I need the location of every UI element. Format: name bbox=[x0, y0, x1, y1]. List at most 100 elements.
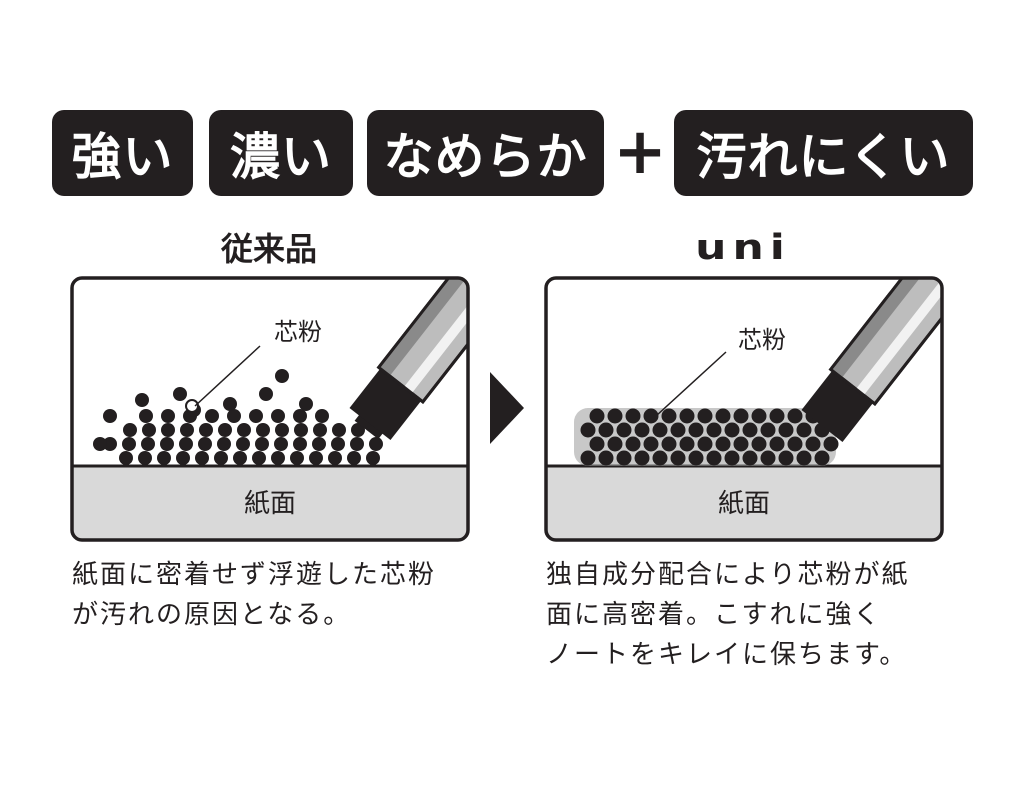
graphite-particle bbox=[652, 422, 668, 438]
graphite-particle bbox=[724, 450, 740, 466]
graphite-particle bbox=[233, 451, 247, 465]
feature-badge-smooth-label: なめらか bbox=[383, 128, 588, 186]
graphite-particle bbox=[796, 422, 812, 438]
graphite-particle bbox=[293, 409, 307, 423]
graphite-particle bbox=[796, 450, 812, 466]
graphite-particle bbox=[715, 436, 731, 452]
graphite-particle bbox=[366, 451, 380, 465]
graphite-particle bbox=[195, 451, 209, 465]
graphite-particle bbox=[275, 423, 289, 437]
paper-surface bbox=[546, 466, 942, 540]
graphite-particle bbox=[760, 450, 776, 466]
graphite-particle bbox=[271, 409, 285, 423]
conventional-caption: 紙面に密着せず浮遊した芯粉 が汚れの原因となる。 bbox=[72, 560, 437, 630]
graphite-particle bbox=[161, 423, 175, 437]
plus-sign: + bbox=[613, 115, 667, 189]
graphite-particle bbox=[157, 451, 171, 465]
graphite-particle bbox=[259, 387, 273, 401]
feature-badge-strong-label: 強い bbox=[71, 128, 174, 186]
graphite-particle bbox=[697, 436, 713, 452]
graphite-particle bbox=[706, 422, 722, 438]
graphite-particle bbox=[589, 436, 605, 452]
graphite-particle bbox=[252, 451, 266, 465]
graphite-particle bbox=[351, 423, 365, 437]
lead-label-pointer bbox=[655, 351, 727, 417]
graphite-particle bbox=[312, 437, 326, 451]
feature-badge-dark-label: 濃い bbox=[230, 128, 332, 186]
graphite-particle bbox=[787, 436, 803, 452]
graphite-particle bbox=[742, 422, 758, 438]
uni-caption: 独自成分配合により芯粉が紙 面に高密着。こすれに強く ノートをキレイに保ちます。 bbox=[546, 560, 910, 670]
graphite-particle bbox=[249, 409, 263, 423]
graphite-particle bbox=[214, 451, 228, 465]
graphite-particle bbox=[294, 423, 308, 437]
graphite-particle bbox=[814, 450, 830, 466]
graphite-particle bbox=[625, 408, 641, 424]
graphite-particle bbox=[733, 436, 749, 452]
graphite-particle bbox=[697, 408, 713, 424]
graphite-particle bbox=[237, 423, 251, 437]
diagram-border bbox=[544, 276, 944, 542]
lead-powder-label: 芯粉 bbox=[274, 318, 322, 346]
graphite-particle bbox=[643, 436, 659, 452]
graphite-particle bbox=[315, 409, 329, 423]
diagram-border bbox=[70, 276, 470, 542]
conventional-diagram: 芯粉 紙面 bbox=[70, 276, 470, 542]
graphite-particle bbox=[706, 450, 722, 466]
graphite-particle bbox=[679, 408, 695, 424]
feature-badge-smudge-resistant: 汚れにくい bbox=[674, 110, 973, 196]
graphite-particle bbox=[751, 408, 767, 424]
graphite-particle bbox=[271, 451, 285, 465]
graphite-particle bbox=[173, 387, 187, 401]
graphite-particle bbox=[217, 437, 231, 451]
graphite-particle bbox=[205, 409, 219, 423]
graphite-particle bbox=[652, 450, 668, 466]
graphite-particle bbox=[688, 450, 704, 466]
uni-logo: uni bbox=[695, 227, 791, 267]
graphite-particle bbox=[760, 422, 776, 438]
graphite-particle bbox=[160, 437, 174, 451]
feature-badge-smooth: なめらか bbox=[367, 110, 604, 196]
graphite-particle bbox=[180, 423, 194, 437]
graphite-particle bbox=[625, 436, 641, 452]
feature-badge-smudge-resistant-label: 汚れにくい bbox=[696, 128, 951, 186]
graphite-particle bbox=[742, 450, 758, 466]
graphite-particle bbox=[328, 451, 342, 465]
graphite-particle bbox=[135, 393, 149, 407]
graphite-particle bbox=[724, 422, 740, 438]
graphite-particle bbox=[138, 451, 152, 465]
graphite-particle bbox=[299, 397, 313, 411]
graphite-particle bbox=[198, 437, 212, 451]
graphite-particle bbox=[751, 436, 767, 452]
graphite-particle bbox=[769, 436, 785, 452]
graphite-particle bbox=[223, 397, 237, 411]
paper-label: 紙面 bbox=[244, 489, 296, 519]
uni-brand-title: uni bbox=[544, 222, 942, 272]
graphite-particle bbox=[93, 437, 107, 451]
graphite-particle bbox=[607, 408, 623, 424]
graphite-particle bbox=[142, 423, 156, 437]
floating-particle bbox=[185, 399, 199, 413]
graphite-particle bbox=[369, 437, 383, 451]
graphite-particle bbox=[309, 451, 323, 465]
graphite-particle bbox=[733, 408, 749, 424]
lead-powder-label: 芯粉 bbox=[738, 326, 786, 354]
graphite-particle bbox=[199, 423, 213, 437]
graphite-particle bbox=[227, 409, 241, 423]
triangle-right-icon bbox=[490, 372, 524, 444]
graphite-particle bbox=[715, 408, 731, 424]
graphite-particle bbox=[331, 437, 345, 451]
graphite-particle bbox=[176, 451, 190, 465]
graphite-particle bbox=[350, 437, 364, 451]
uni-diagram: 芯粉 紙面 bbox=[544, 276, 944, 542]
graphite-particle bbox=[634, 422, 650, 438]
graphite-particle bbox=[123, 423, 137, 437]
graphite-particle bbox=[616, 422, 632, 438]
graphite-particle bbox=[179, 437, 193, 451]
feature-badge-strong: 強い bbox=[52, 110, 193, 196]
graphite-particle bbox=[580, 450, 596, 466]
graphite-particle-icon bbox=[93, 369, 383, 465]
graphite-particle bbox=[823, 436, 839, 452]
paper-surface bbox=[72, 466, 468, 540]
graphite-particle bbox=[661, 436, 677, 452]
